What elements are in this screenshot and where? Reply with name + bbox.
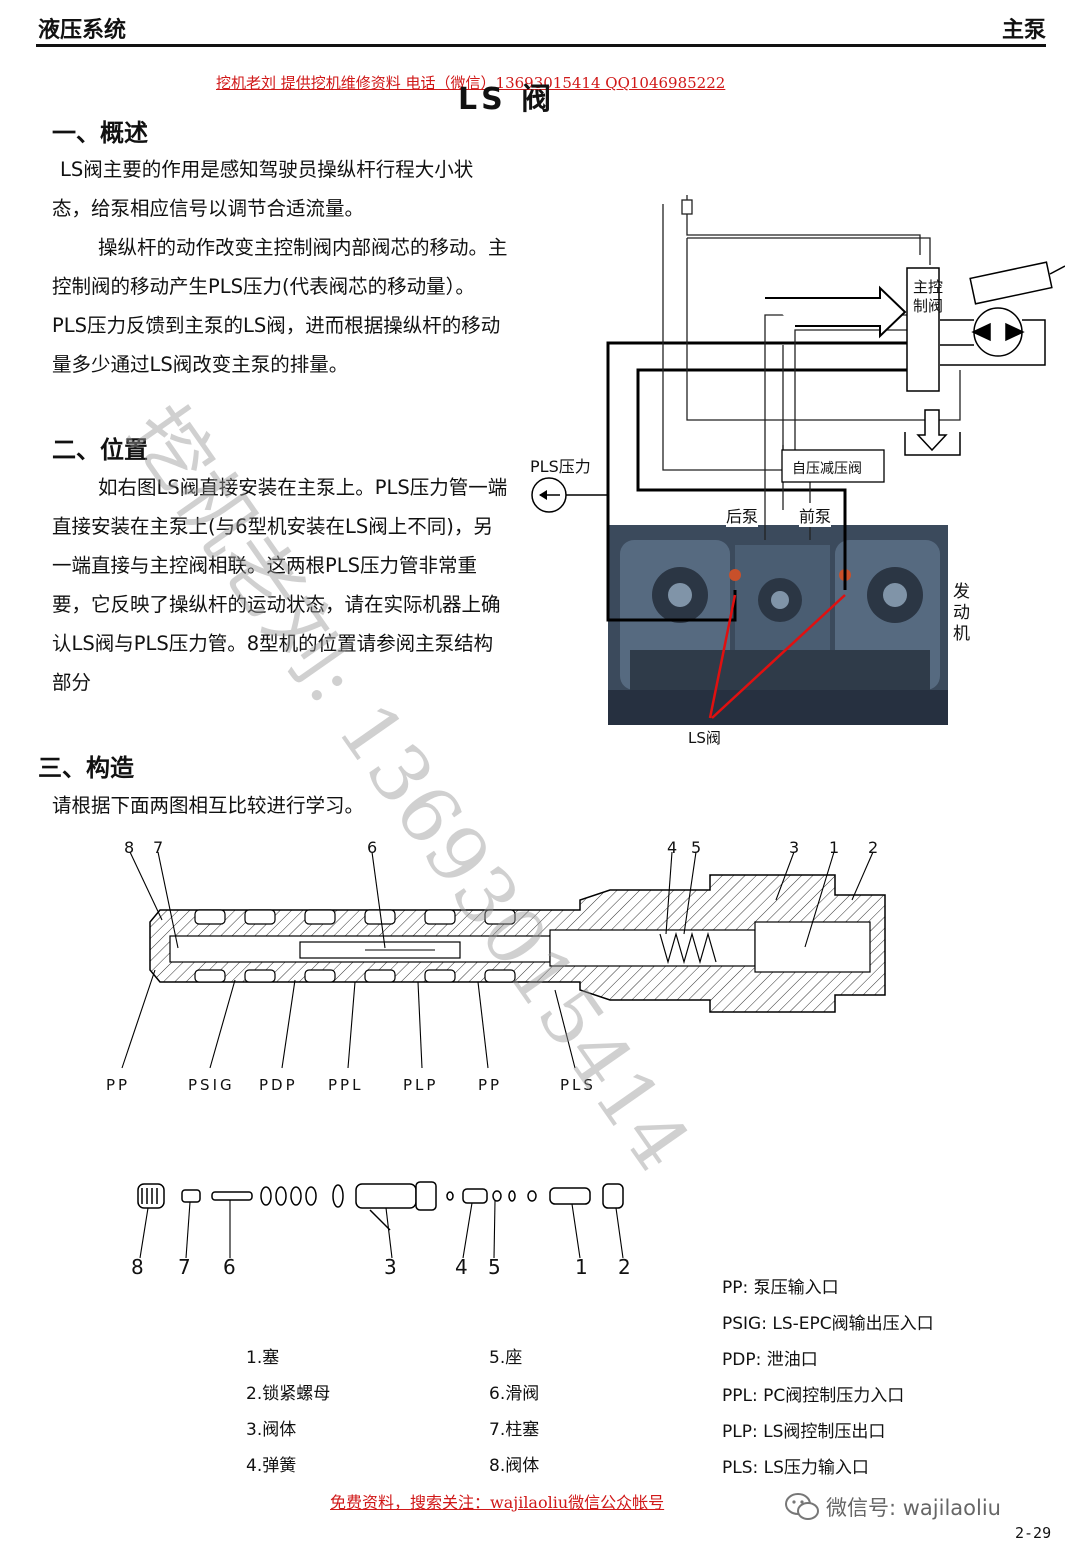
port-label-pp-2: PP [478,1076,503,1094]
structure-intro: 请根据下面两图相互比较进行学习。 [52,794,365,817]
exploded-number-1: 1 [575,1255,588,1279]
wechat-id: 微信号: wajilaoliu [826,1496,1001,1520]
section-heading-structure: 三、构造 [38,754,134,782]
section-overview-text: LS阀主要的作用是感知驾驶员操纵杆行程大小状态，给泵相应信号以调节合适流量。 操… [52,150,508,384]
section-heading-location: 二、位置 [52,436,148,464]
header-right: 主泵 [1001,18,1046,43]
main-control-valve-label: 主控制阀 [912,278,943,315]
parts-item: 2.锁紧螺母 [246,1384,331,1404]
exploded-number-5: 5 [488,1255,501,1279]
header-rule [36,44,1046,47]
section-number-6: 6 [367,838,378,857]
exploded-view-drawing [137,1181,624,1259]
port-legend: PP: 泵压输入口 PSIG: LS-EPC阀输出压入口 PDP: 泄油口 PP… [722,1270,934,1486]
section-number-3: 3 [789,838,800,857]
legend-item: PDP: 泄油口 [722,1350,818,1370]
section-number-4: 4 [667,838,678,857]
rear-pump-label: 后泵 [726,503,759,527]
parts-item: 3.阀体 [246,1420,297,1440]
front-pump-label: 前泵 [799,503,832,527]
legend-item: PPL: PC阀控制压力入口 [722,1386,905,1406]
overview-para-1: LS阀主要的作用是感知驾驶员操纵杆行程大小状态，给泵相应信号以调节合适流量。 [52,158,474,220]
exploded-number-6: 6 [223,1255,236,1279]
parts-item: 8.阀体 [489,1456,540,1476]
exploded-number-3: 3 [384,1255,397,1279]
port-label-plp: PLP [403,1076,439,1094]
legend-item: PLS: LS压力输入口 [722,1458,869,1478]
pump-photo [608,525,948,725]
parts-item: 7.柱塞 [489,1420,540,1440]
self-reducing-valve-label: 自压减压阀 [792,461,862,477]
location-para-1: 如右图LS阀直接安装在主泵上。PLS压力管一端直接安装在主泵上(与6型机安装在L… [52,476,508,694]
overview-para-2: 操纵杆的动作改变主控制阀内部阀芯的移动。主控制阀的移动产生PLS压力(代表阀芯的… [52,236,508,376]
hydraulic-schematic [531,195,1065,725]
parts-list-right: 5.座 6.滑阀 7.柱塞 8.阀体 [489,1340,539,1484]
port-label-pdp: PDP [259,1076,298,1094]
pls-pressure-label: PLS压力 [530,457,591,476]
engine-label: 发动机 [953,582,970,644]
parts-item: 4.弹簧 [246,1456,297,1476]
legend-item: PSIG: LS-EPC阀输出压入口 [722,1314,934,1334]
section-number-7: 7 [153,838,164,857]
exploded-number-2: 2 [618,1255,631,1279]
section-number-2: 2 [868,838,879,857]
ls-valve-label: LS阀 [688,729,721,747]
footer-note: 免费资料，搜索关注：wajilaoliu微信公众帐号 [330,1493,665,1512]
port-label-pp-1: PP [106,1076,131,1094]
port-label-ppl: PPL [328,1076,364,1094]
header-left: 液压系统 [38,18,127,43]
section-heading-overview: 一、概述 [52,119,148,147]
parts-item: 5.座 [489,1348,523,1368]
section-number-8: 8 [124,838,135,857]
page-title: LS 阀 [458,82,556,117]
legend-item: PLP: LS阀控制压出口 [722,1422,886,1442]
section-number-1: 1 [829,838,840,857]
section-location-text: 如右图LS阀直接安装在主泵上。PLS压力管一端直接安装在主泵上(与6型机安装在L… [52,468,508,702]
port-label-psig: PSIG [188,1076,235,1094]
parts-item: 6.滑阀 [489,1384,540,1404]
exploded-number-8: 8 [131,1255,144,1279]
exploded-number-7: 7 [178,1255,191,1279]
parts-list-left: 1.塞 2.锁紧螺母 3.阀体 4.弹簧 [246,1340,330,1484]
exploded-number-4: 4 [455,1255,468,1279]
section-number-5: 5 [691,838,702,857]
port-label-pls: PLS [560,1076,596,1094]
legend-item: PP: 泵压输入口 [722,1278,839,1298]
parts-item: 1.塞 [246,1348,280,1368]
page-number: 2-29 [1015,1524,1052,1542]
ls-valve-section-drawing [121,851,886,1069]
pls-pipes [606,341,928,622]
wechat-icon [785,1493,819,1520]
contact-line: 挖机老刘 提供挖机维修资料 电话（微信）13693015414 QQ104698… [216,74,726,92]
